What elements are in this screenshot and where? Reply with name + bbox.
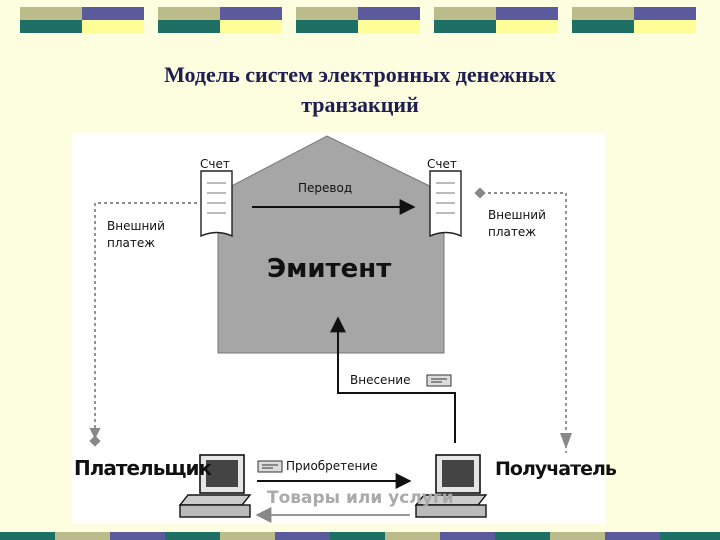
- strip-teal-segment: [0, 532, 55, 540]
- header-deco-block-1: [20, 7, 144, 33]
- deco-purple-cell: [220, 7, 282, 20]
- deco-purple-cell: [358, 7, 420, 20]
- deco-teal-cell: [572, 20, 634, 33]
- deco-olive-cell: [296, 7, 358, 20]
- left-account-document: [201, 171, 232, 236]
- strip-olive-segment: [385, 532, 440, 540]
- strip-purple-segment: [110, 532, 165, 540]
- deposit-card-icon: [427, 375, 451, 386]
- payer-label: Плательщик: [74, 456, 211, 480]
- deco-olive-cell: [434, 7, 496, 20]
- left-external-payment-label-line-2: платеж: [107, 236, 155, 250]
- deposit-label: Внесение: [350, 373, 410, 387]
- slide-title: Модель систем электронных денежных транз…: [60, 60, 660, 120]
- strip-olive-segment: [550, 532, 605, 540]
- purchase-label: Приобретение: [286, 459, 378, 473]
- left-external-payment-label-line-1: Внешний: [107, 219, 165, 233]
- slide-title-line-2: транзакций: [60, 90, 660, 120]
- strip-purple-segment: [275, 532, 330, 540]
- deco-olive-cell: [158, 7, 220, 20]
- deco-yellow-cell: [358, 20, 420, 33]
- strip-purple-segment: [440, 532, 495, 540]
- footer-deco-strip: [0, 532, 720, 540]
- deco-teal-cell: [296, 20, 358, 33]
- right-path-diamond: [474, 187, 485, 198]
- deco-yellow-cell: [634, 20, 696, 33]
- header-deco-block-5: [572, 7, 696, 33]
- right-path-arrowhead: [560, 433, 572, 449]
- purchase-card-icon: [258, 461, 282, 472]
- issuer-house: [218, 136, 444, 353]
- deco-purple-cell: [634, 7, 696, 20]
- deco-yellow-cell: [220, 20, 282, 33]
- slide-title-line-1: Модель систем электронных денежных: [60, 60, 660, 90]
- deco-purple-cell: [82, 7, 144, 20]
- deco-purple-cell: [496, 7, 558, 20]
- header-deco-block-2: [158, 7, 282, 33]
- goods-services-label: Товары или услуги: [267, 488, 454, 508]
- deco-teal-cell: [434, 20, 496, 33]
- strip-olive-segment: [220, 532, 275, 540]
- deco-olive-cell: [20, 7, 82, 20]
- recipient-label: Получатель: [495, 458, 616, 480]
- right-account-document: [430, 171, 461, 236]
- left-account-label: Счет: [200, 157, 230, 171]
- strip-teal-segment: [660, 532, 720, 540]
- header-deco-block-4: [434, 7, 558, 33]
- deco-olive-cell: [572, 7, 634, 20]
- deco-teal-cell: [20, 20, 82, 33]
- right-external-payment-label-line-2: платеж: [488, 225, 536, 239]
- transfer-label: Перевод: [298, 181, 352, 195]
- left-path-diamond: [89, 435, 100, 446]
- deco-teal-cell: [158, 20, 220, 33]
- deco-yellow-cell: [496, 20, 558, 33]
- strip-teal-segment: [495, 532, 550, 540]
- issuer-label: Эмитент: [267, 254, 391, 284]
- right-account-label: Счет: [427, 157, 457, 171]
- right-external-payment-label-line-1: Внешний: [488, 208, 546, 222]
- strip-teal-segment: [330, 532, 385, 540]
- strip-purple-segment: [605, 532, 660, 540]
- transaction-diagram: Счет Счет Перевод Внешний платеж Внешний…: [72, 133, 606, 524]
- strip-olive-segment: [55, 532, 110, 540]
- deco-yellow-cell: [82, 20, 144, 33]
- strip-teal-segment: [165, 532, 220, 540]
- header-deco-block-3: [296, 7, 420, 33]
